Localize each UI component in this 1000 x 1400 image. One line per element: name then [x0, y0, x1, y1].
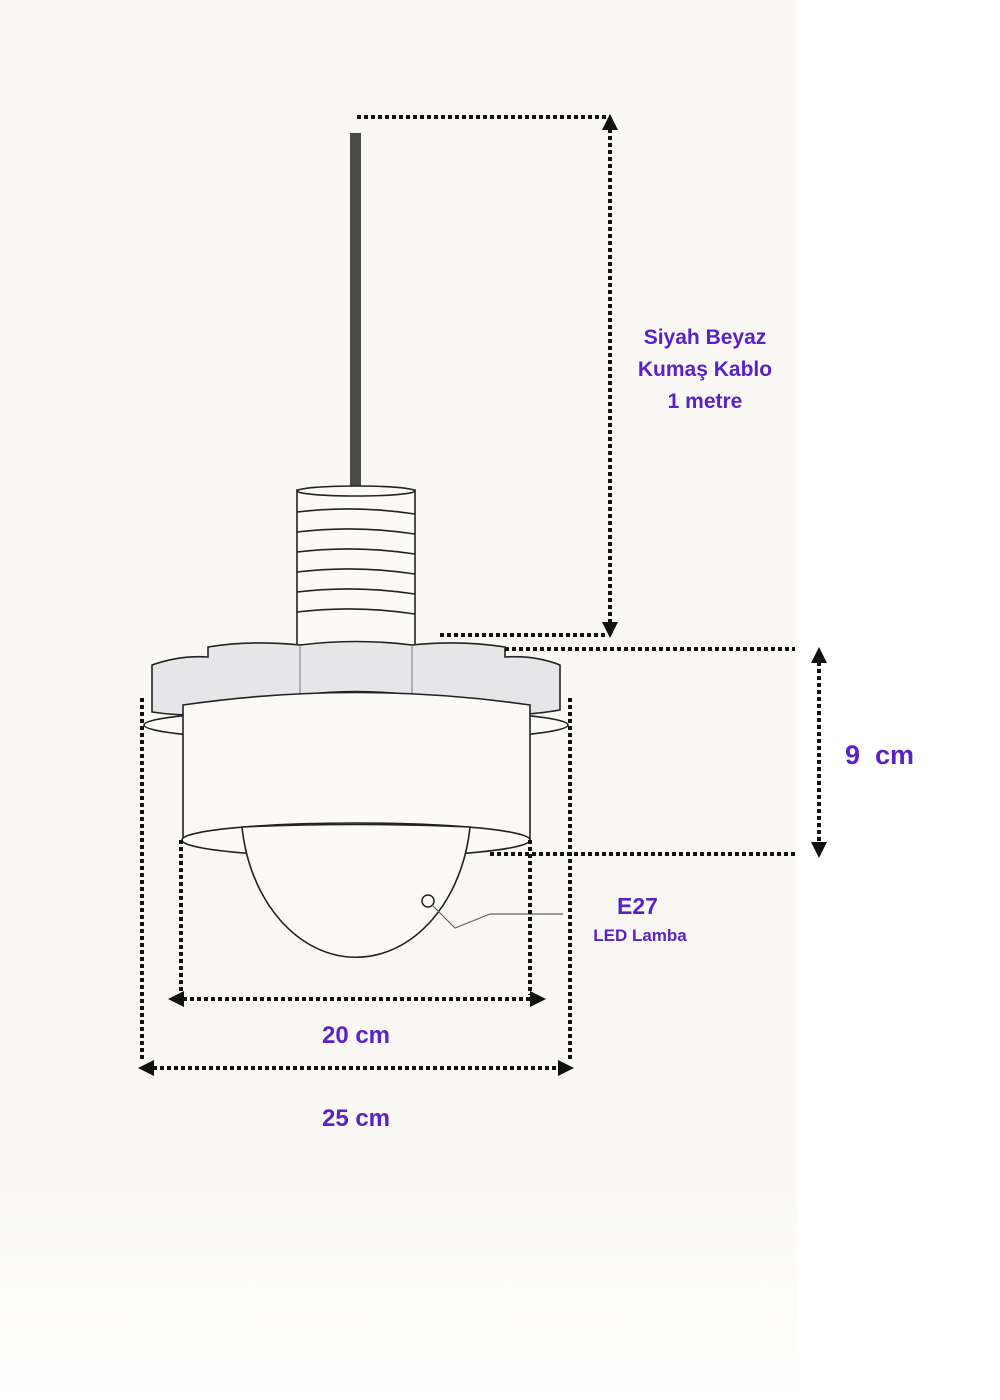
- dimension-lines: [138, 114, 827, 1076]
- inner-width-label: 20 cm: [321, 1022, 391, 1049]
- cable: [350, 133, 361, 488]
- paper-fade: [0, 1170, 797, 1400]
- cable-label-line2: Kumaş Kablo: [637, 358, 773, 381]
- bulb: [241, 823, 563, 958]
- cable-label-line1: Siyah Beyaz: [643, 326, 767, 349]
- socket: [296, 485, 416, 646]
- cable-label: Siyah Beyaz Kumaş Kablo 1 metre: [600, 322, 810, 418]
- cable-label-line3: 1 metre: [667, 390, 743, 413]
- outer-width-label: 25 cm: [321, 1105, 391, 1132]
- height-label: 9 cm: [845, 740, 915, 770]
- bulb-desc-label: LED Lamba: [593, 926, 687, 945]
- bulb-type-label: E27: [617, 893, 658, 919]
